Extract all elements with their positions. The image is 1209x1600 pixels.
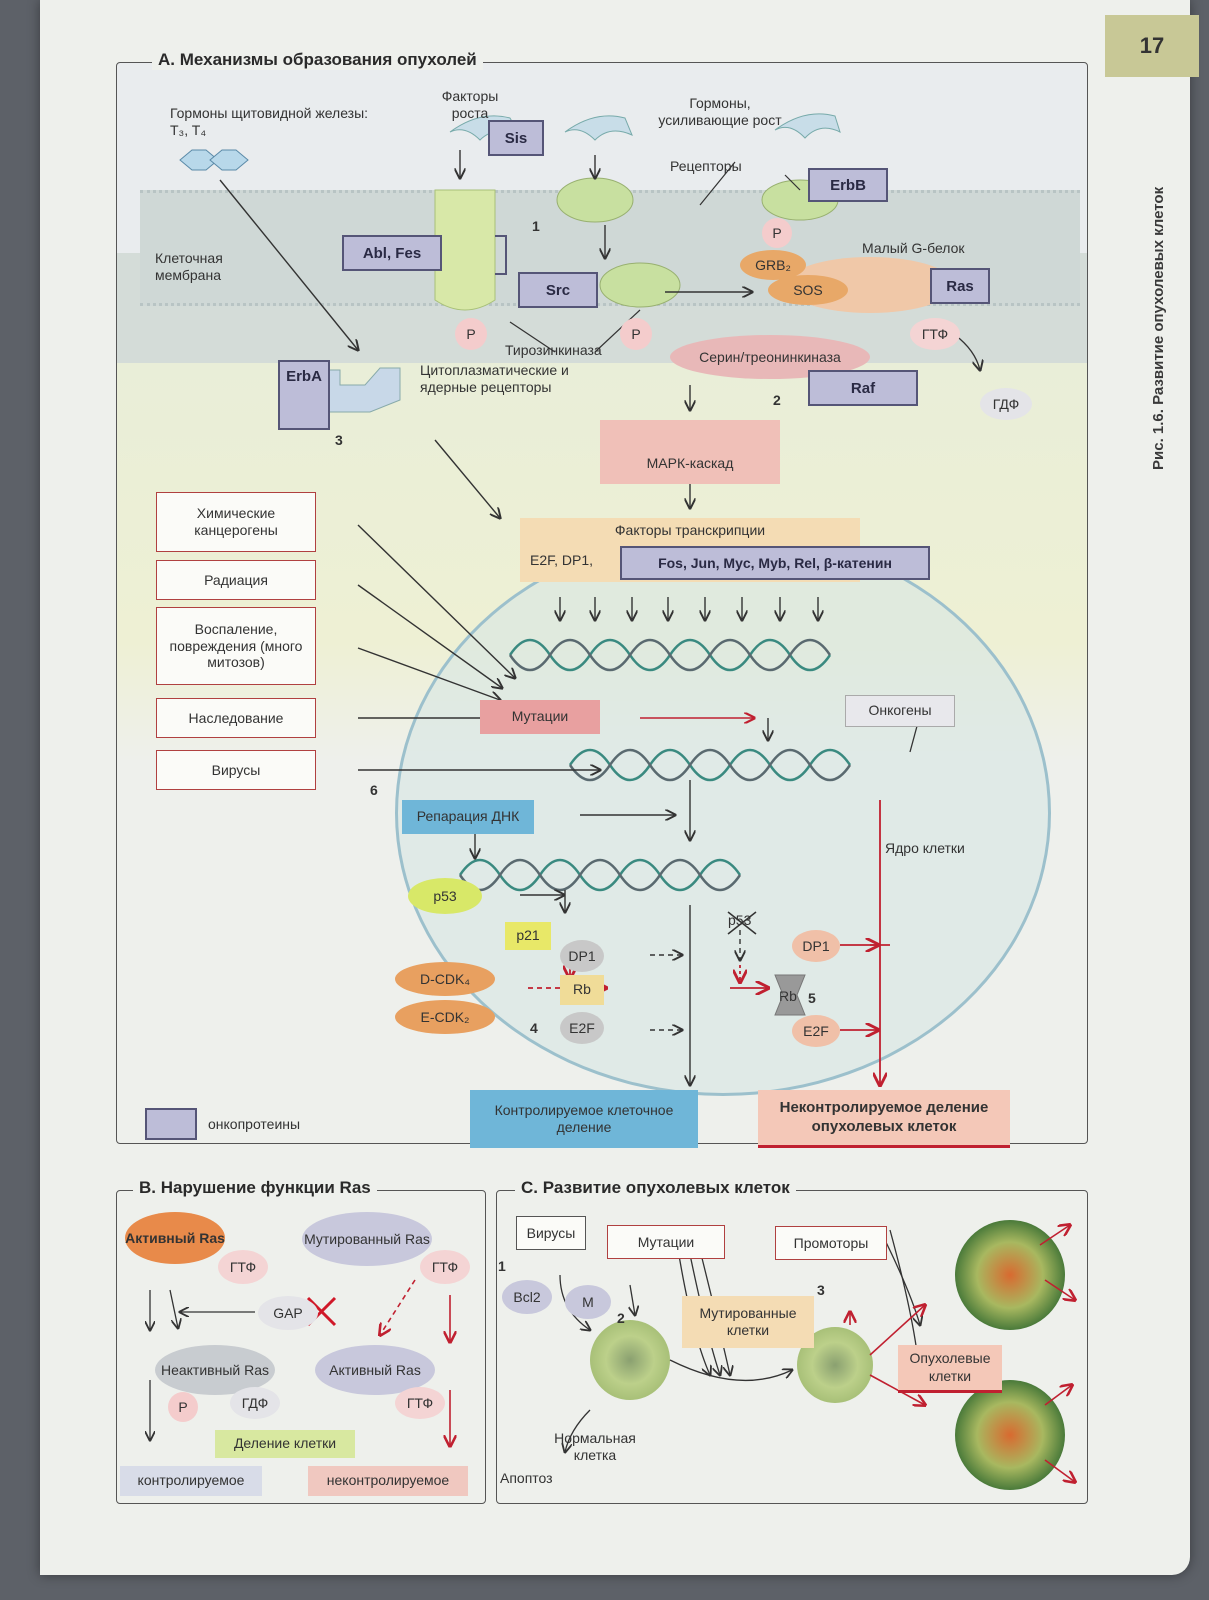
cause-chemical: Химические канцерогены <box>156 492 316 552</box>
number-3: 3 <box>335 432 343 448</box>
oncoprotein-erba: ErbA <box>278 360 330 430</box>
uncontrolled-label: неконтролируемое <box>308 1466 468 1496</box>
active-ras-mutant: Активный Ras <box>315 1345 435 1395</box>
active-ras: Активный Ras <box>125 1212 225 1264</box>
oncoprotein-sis: Sis <box>488 120 544 156</box>
rb-bound-icon <box>774 974 806 1016</box>
bcl2: Bcl2 <box>502 1280 552 1314</box>
cause-heredity: Наследование <box>156 698 316 738</box>
oncoprotein-erbb: ErbB <box>808 168 888 202</box>
p-phosphate: P <box>455 318 487 350</box>
p-phosphate: P <box>762 218 792 248</box>
normal-cell-icon <box>590 1320 670 1400</box>
viruses-box: Вирусы <box>516 1216 586 1250</box>
mutations-box: Мутации <box>480 700 600 734</box>
gap: GAP <box>258 1296 318 1330</box>
growth-hormone-icon <box>774 113 841 139</box>
oncoprotein-src: Src <box>518 272 598 308</box>
mutant-ras: Мутированный Ras <box>302 1212 432 1266</box>
panel-a-title: A. Механизмы образования опухолей <box>152 50 483 70</box>
c-number-1: 1 <box>498 1258 506 1274</box>
mutant-cells-box: Мутированные клетки <box>682 1296 814 1348</box>
cause-viruses: Вирусы <box>156 750 316 790</box>
tumor-cell-icon <box>955 1380 1065 1490</box>
receptor-src-icon <box>599 262 681 308</box>
panel-b-diagram <box>40 1279 500 1510</box>
growth-factors-label: Факторы роста <box>441 88 499 121</box>
oncoprotein-transcription-factors: Fos, Jun, Myc, Myb, Rel, β-катенин <box>620 546 930 580</box>
growth-hormones-label: Гормоны, усиливающие рост <box>658 95 782 128</box>
oncoprotein-ras: Ras <box>930 268 990 304</box>
gdp: ГДФ <box>980 388 1032 420</box>
number-5: 5 <box>808 990 816 1006</box>
receptors-label: Рецепторы <box>670 158 742 174</box>
apoptosis-label: Апоптоз <box>500 1470 553 1486</box>
thyroid-hormones-label: Гормоны щитовидной железы: T₃, T₄ <box>170 105 369 138</box>
gtp-b2: ГТФ <box>420 1250 470 1284</box>
panel-c-title: C. Развитие опухолевых клеток <box>515 1178 796 1198</box>
normal-cell-label: Нормальная клетка <box>554 1430 636 1463</box>
controlled-division-box: Контролируемое клеточное деление <box>470 1090 698 1148</box>
e2f-free: E2F <box>792 1015 840 1047</box>
m-protein: M <box>565 1285 611 1319</box>
number-1: 1 <box>532 218 540 234</box>
d-cdk4: D-CDK₄ <box>395 962 495 996</box>
e2f-bound: E2F <box>560 1012 604 1044</box>
gdp-b: ГДФ <box>230 1387 280 1419</box>
cause-radiation: Радиация <box>156 560 316 600</box>
cause-inflammation: Воспаление, повреждения (много митозов) <box>156 607 316 685</box>
c-number-2: 2 <box>617 1310 625 1326</box>
panel-c-diagram <box>559 1220 1100 1490</box>
sos: SOS <box>768 275 848 305</box>
controlled-label: контролируемое <box>120 1466 262 1496</box>
number-6: 6 <box>370 782 378 798</box>
tumor-cell-icon <box>955 1220 1065 1330</box>
oncogenes-box: Онкогены <box>845 695 955 727</box>
p21: p21 <box>505 922 551 950</box>
legend-label: онкопротеины <box>208 1116 301 1132</box>
receptor-abl-icon <box>434 189 496 311</box>
e-cdk2: E-CDK₂ <box>395 1000 495 1034</box>
oncoprotein-raf: Raf <box>808 370 918 406</box>
inactive-ras: Неактивный Ras <box>155 1345 275 1395</box>
promoters-box: Промоторы <box>775 1226 887 1260</box>
gtp: ГТФ <box>910 318 960 350</box>
p-phosphate: P <box>620 318 652 350</box>
oncoprotein-abl-fes: Abl, Fes <box>342 235 442 271</box>
gtp-b3: ГТФ <box>395 1387 445 1419</box>
c-number-3: 3 <box>817 1282 825 1298</box>
hormone-molecule-icon <box>209 149 249 171</box>
rb-phosphorylated: Rb <box>779 988 797 1004</box>
p53-inactivated: p53 <box>728 912 752 928</box>
rb-bound: Rb <box>560 975 604 1005</box>
growth-hormone-icon <box>564 115 633 141</box>
gtp-b1: ГТФ <box>218 1250 268 1284</box>
uncontrolled-division-box: Неконтролируемое деление опухолевых клет… <box>758 1090 1010 1148</box>
number-4: 4 <box>530 1020 538 1036</box>
page-number: 17 <box>1105 15 1199 77</box>
small-g-protein-label: Малый G-белок <box>862 240 965 256</box>
cell-division-label: Деление клетки <box>215 1430 355 1458</box>
mutant-cell-icon <box>797 1327 873 1403</box>
p53: p53 <box>408 878 482 914</box>
receptor-src-icon <box>556 177 634 223</box>
tumor-cells-box: Опухолевые клетки <box>898 1345 1002 1393</box>
dp1-bound: DP1 <box>560 940 604 972</box>
p-b: P <box>168 1392 198 1422</box>
number-2: 2 <box>773 392 781 408</box>
tf-e2f-dp1: E2F, DP1, <box>530 552 594 568</box>
panel-b-title: B. Нарушение функции Ras <box>133 1178 377 1198</box>
abl-fes-bracket <box>495 235 507 275</box>
dna-repair-box: Репарация ДНК <box>402 800 534 834</box>
mutations-box-c: Мутации <box>607 1225 725 1259</box>
transcription-factors-label: Факторы транскрипции <box>614 522 766 538</box>
membrane-label: Клеточная мембрана <box>155 250 223 283</box>
mapk-cascade: МАРК-каскад <box>600 420 780 484</box>
legend-swatch <box>145 1108 197 1140</box>
dp1-free: DP1 <box>792 930 840 962</box>
nucleus-label: Ядро клетки <box>885 840 965 856</box>
tyrosine-kinase-label: Тирозинкиназа <box>505 342 602 358</box>
book-page: 17 Рис. 1.6. Развитие опухолевых клеток … <box>40 0 1199 1575</box>
cytoplasmic-receptors-label: Цитоплазматические и ядерные рецепторы <box>420 362 569 395</box>
